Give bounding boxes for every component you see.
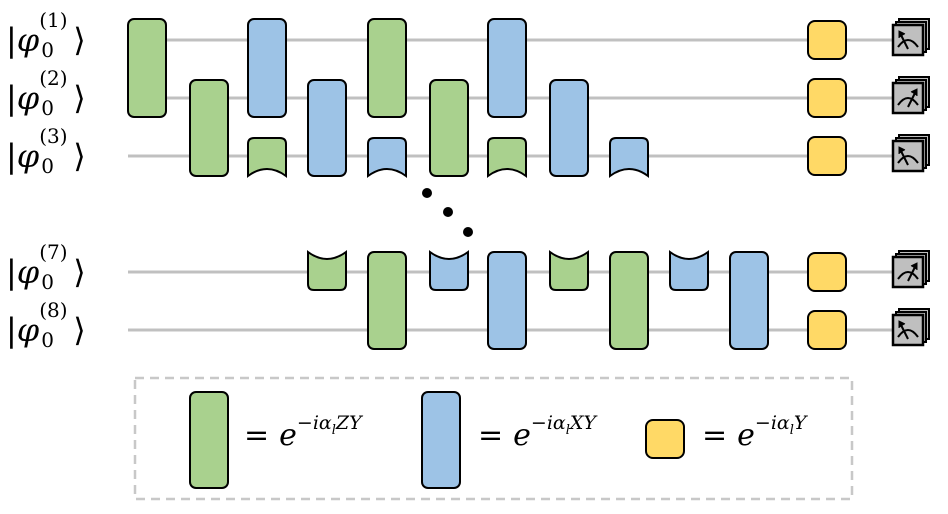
qubit-label-7: |φ(7)0⟩ <box>6 240 86 294</box>
meter-arc <box>897 271 919 280</box>
legend-box <box>133 376 854 501</box>
legend-zy-swatch <box>189 391 229 489</box>
qubit-label-2: |φ(2)0⟩ <box>6 66 86 120</box>
measurement-icon-4 <box>891 250 930 289</box>
gates <box>127 18 847 350</box>
xy-half-gate-bottom-2 <box>429 250 469 291</box>
zy-half-gate-top-3 <box>487 137 527 178</box>
meter-arc <box>897 39 919 48</box>
xy-half-gate-top-2 <box>367 137 407 178</box>
y-gate-2 <box>807 78 847 118</box>
meter-needle-head <box>910 262 918 270</box>
y-gate-1 <box>807 20 847 60</box>
legend-zy-equation: =e−iαlZY <box>244 412 362 453</box>
measurement-icon-5 <box>891 308 930 347</box>
xy-gate-6 <box>307 79 347 177</box>
zy-gate-11 <box>609 251 649 350</box>
legend-y-equation: =e−iαlY <box>702 412 807 453</box>
legend-xy-exponent: −iαlXY <box>530 412 596 438</box>
y-gate-4 <box>807 252 847 292</box>
qubit-label-8: |φ(8)0⟩ <box>6 298 86 352</box>
zy-gate-9 <box>367 251 407 350</box>
meter-arc <box>897 329 919 338</box>
xy-gate-2 <box>247 18 287 118</box>
zy-half-gate-top-1 <box>247 137 287 178</box>
zy-gate-7 <box>429 79 469 177</box>
xy-gate-4 <box>487 18 527 118</box>
xy-gate-10 <box>487 251 527 350</box>
meter-arc <box>897 97 919 106</box>
xy-half-gate-top-4 <box>609 137 649 178</box>
qubit-label-1: |φ(1)0⟩ <box>6 8 86 62</box>
zy-gate-1 <box>127 18 167 118</box>
legend-zy-exponent: −iαlZY <box>296 412 362 438</box>
measurement-icon-2 <box>891 76 930 115</box>
meter-needle-head <box>910 88 918 96</box>
qubit-label-3: |φ(3)0⟩ <box>6 124 86 178</box>
legend-y-exponent: −iαlY <box>754 412 807 438</box>
zy-gate-3 <box>367 18 407 118</box>
measurements <box>891 18 930 347</box>
legend-xy-equation: =e−iαlXY <box>478 412 596 453</box>
zy-half-gate-bottom-1 <box>307 250 347 291</box>
ellipsis-dot-3 <box>463 227 473 237</box>
measurement-icon-3 <box>891 134 930 173</box>
meter-needle-head <box>898 30 906 38</box>
measurement-icon-1 <box>891 18 930 57</box>
xy-gate-12 <box>729 251 769 350</box>
zy-half-gate-bottom-3 <box>549 250 589 291</box>
xy-half-gate-bottom-4 <box>669 250 709 291</box>
meter-needle-head <box>898 320 906 328</box>
ellipsis-dot-2 <box>443 207 453 217</box>
zy-gate-5 <box>189 79 229 177</box>
legend-xy-swatch <box>421 391 461 489</box>
y-gate-3 <box>807 136 847 176</box>
meter-arc <box>897 155 919 164</box>
meter-needle-head <box>898 146 906 154</box>
legend-y-swatch <box>645 419 685 459</box>
y-gate-5 <box>807 310 847 350</box>
ellipsis-dots <box>422 188 473 237</box>
ellipsis-dot-1 <box>422 188 432 198</box>
meter-front-card <box>891 313 925 347</box>
xy-gate-8 <box>549 79 589 177</box>
